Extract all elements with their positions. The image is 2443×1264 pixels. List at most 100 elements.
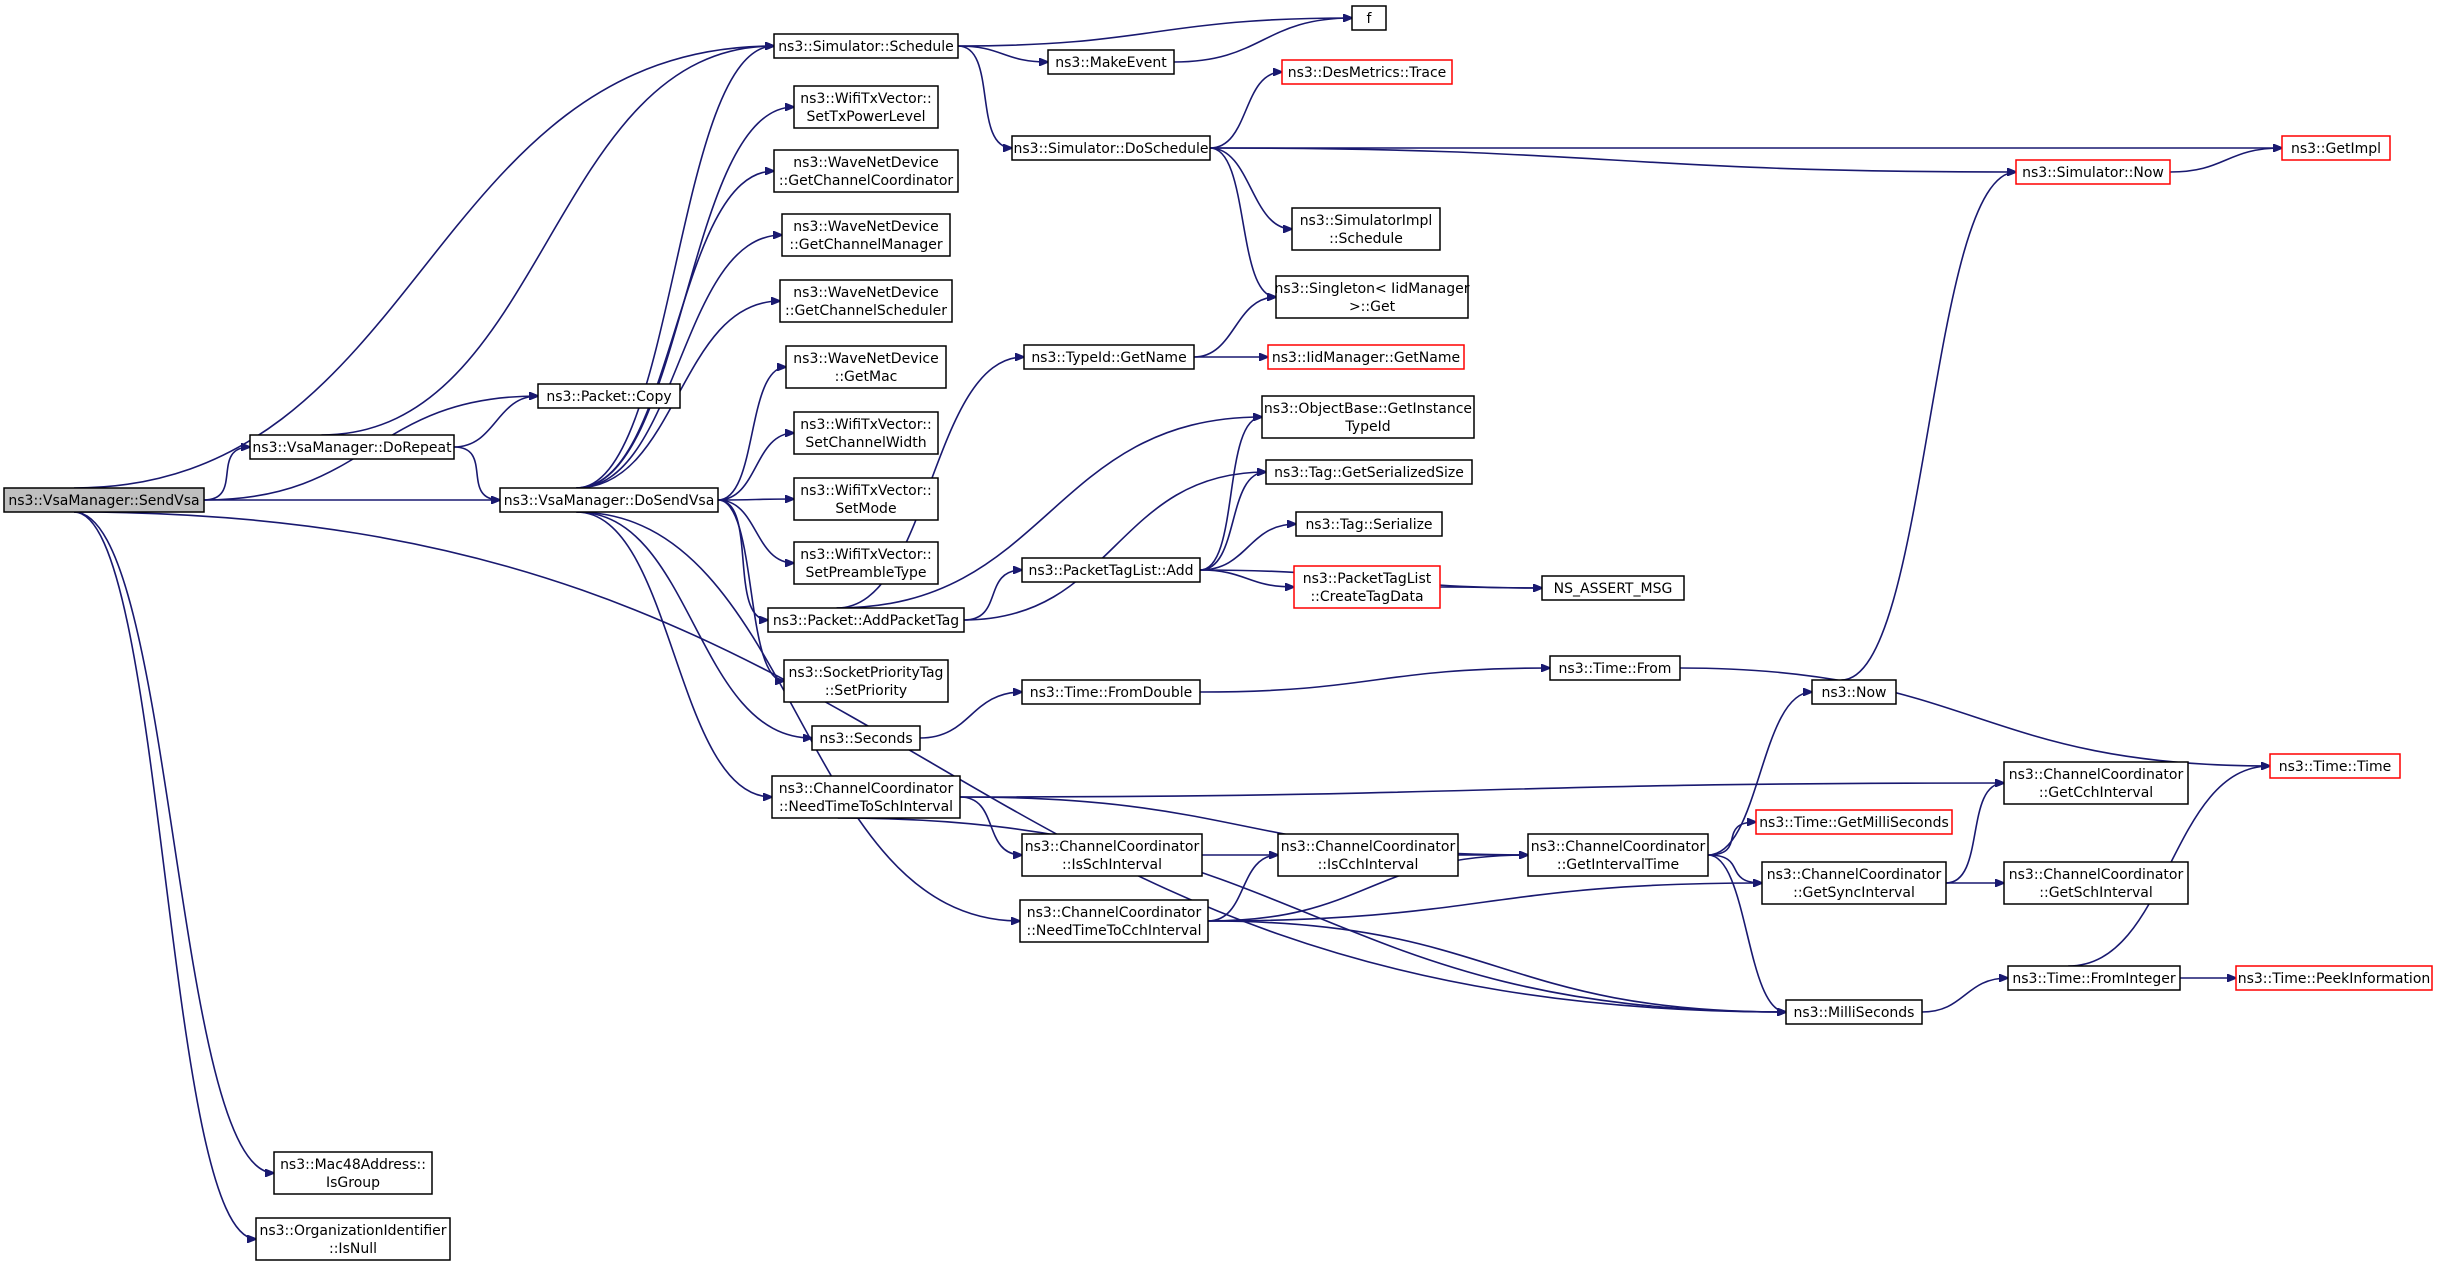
node-box[interactable] bbox=[2015, 159, 2171, 185]
node-isnull[interactable]: ns3::OrganizationIdentifier::IsNull bbox=[255, 1217, 451, 1261]
node-box[interactable] bbox=[1021, 679, 1201, 705]
node-f[interactable]: f bbox=[1351, 5, 1387, 31]
node-box[interactable] bbox=[1295, 511, 1443, 537]
node-box[interactable] bbox=[499, 487, 719, 513]
node-box[interactable] bbox=[1019, 899, 1209, 943]
node-milliseconds[interactable]: ns3::MilliSeconds bbox=[1785, 999, 1923, 1025]
node-makeevent[interactable]: ns3::MakeEvent bbox=[1047, 49, 1175, 75]
node-box[interactable] bbox=[1021, 557, 1201, 583]
node-box[interactable] bbox=[793, 477, 939, 521]
node-timetime[interactable]: ns3::Time::Time bbox=[2269, 753, 2401, 779]
node-getinttime[interactable]: ns3::ChannelCoordinator::GetIntervalTime bbox=[1527, 833, 1709, 877]
node-setpriority[interactable]: ns3::SocketPriorityTag::SetPriority bbox=[783, 659, 949, 703]
node-peekinfo[interactable]: ns3::Time::PeekInformation bbox=[2235, 965, 2433, 991]
node-box[interactable] bbox=[779, 279, 953, 323]
node-box[interactable] bbox=[1023, 344, 1195, 370]
node-box[interactable] bbox=[249, 434, 455, 460]
node-box[interactable] bbox=[2269, 753, 2401, 779]
node-box[interactable] bbox=[1261, 395, 1475, 439]
node-taggetsize[interactable]: ns3::Tag::GetSerializedSize bbox=[1265, 459, 1473, 485]
node-createtagdata[interactable]: ns3::PacketTagList::CreateTagData bbox=[1293, 565, 1441, 609]
node-box[interactable] bbox=[1281, 59, 1453, 85]
node-sendvsa[interactable]: ns3::VsaManager::SendVsa bbox=[3, 487, 205, 513]
node-getchmgr[interactable]: ns3::WaveNetDevice::GetChannelManager bbox=[781, 213, 951, 257]
node-box[interactable] bbox=[1351, 5, 1387, 31]
node-typeidgetname[interactable]: ns3::TypeId::GetName bbox=[1023, 344, 1195, 370]
node-box[interactable] bbox=[1761, 861, 1947, 905]
node-dosendvsa[interactable]: ns3::VsaManager::DoSendVsa bbox=[499, 487, 719, 513]
node-desmetrics[interactable]: ns3::DesMetrics::Trace bbox=[1281, 59, 1453, 85]
node-timefrom[interactable]: ns3::Time::From bbox=[1549, 655, 1681, 681]
node-now[interactable]: ns3::Now bbox=[1811, 679, 1897, 705]
node-getsch[interactable]: ns3::ChannelCoordinator::GetSchInterval bbox=[2003, 861, 2189, 905]
node-box[interactable] bbox=[1755, 809, 1953, 835]
node-tagserialize[interactable]: ns3::Tag::Serialize bbox=[1295, 511, 1443, 537]
node-simimplschedule[interactable]: ns3::SimulatorImpl::Schedule bbox=[1291, 207, 1441, 251]
node-dorepeat[interactable]: ns3::VsaManager::DoRepeat bbox=[249, 434, 455, 460]
node-getchsched[interactable]: ns3::WaveNetDevice::GetChannelScheduler bbox=[779, 279, 953, 323]
node-box[interactable] bbox=[1277, 833, 1459, 877]
node-nsassert[interactable]: NS_ASSERT_MSG bbox=[1541, 575, 1685, 601]
node-box[interactable] bbox=[255, 1217, 451, 1261]
node-iscchint[interactable]: ns3::ChannelCoordinator::IsCchInterval bbox=[1277, 833, 1459, 877]
node-box[interactable] bbox=[2003, 761, 2189, 805]
node-box[interactable] bbox=[1527, 833, 1709, 877]
node-needtimecch[interactable]: ns3::ChannelCoordinator::NeedTimeToCchIn… bbox=[1019, 899, 1209, 943]
node-packetcopy[interactable]: ns3::Packet::Copy bbox=[537, 383, 681, 409]
node-getimpl[interactable]: ns3::GetImpl bbox=[2281, 135, 2391, 161]
node-getchcoord[interactable]: ns3::WaveNetDevice::GetChannelCoordinato… bbox=[773, 149, 959, 193]
node-seconds[interactable]: ns3::Seconds bbox=[811, 725, 921, 751]
node-setpreamble[interactable]: ns3::WifiTxVector::SetPreambleType bbox=[793, 541, 939, 585]
node-box[interactable] bbox=[537, 383, 681, 409]
node-getmillis[interactable]: ns3::Time::GetMilliSeconds bbox=[1755, 809, 1953, 835]
node-box[interactable] bbox=[1293, 565, 1441, 609]
node-setchwidth[interactable]: ns3::WifiTxVector::SetChannelWidth bbox=[793, 411, 939, 455]
node-settxpower[interactable]: ns3::WifiTxVector::SetTxPowerLevel bbox=[793, 85, 939, 129]
node-box[interactable] bbox=[2003, 861, 2189, 905]
node-box[interactable] bbox=[1291, 207, 1441, 251]
node-box[interactable] bbox=[1047, 49, 1175, 75]
node-box[interactable] bbox=[785, 345, 947, 389]
node-singleton[interactable]: ns3::Singleton< IidManager >::Get bbox=[1275, 275, 1470, 319]
node-needtimesch[interactable]: ns3::ChannelCoordinator::NeedTimeToSchIn… bbox=[771, 775, 961, 819]
node-box[interactable] bbox=[2007, 965, 2181, 991]
node-iidgetname[interactable]: ns3::IidManager::GetName bbox=[1267, 344, 1465, 370]
node-box[interactable] bbox=[793, 541, 939, 585]
node-getcch[interactable]: ns3::ChannelCoordinator::GetCchInterval bbox=[2003, 761, 2189, 805]
node-simnow[interactable]: ns3::Simulator::Now bbox=[2015, 159, 2171, 185]
node-box[interactable] bbox=[2281, 135, 2391, 161]
node-box[interactable] bbox=[1811, 679, 1897, 705]
node-getmac[interactable]: ns3::WaveNetDevice::GetMac bbox=[785, 345, 947, 389]
node-box[interactable] bbox=[3, 487, 205, 513]
node-box[interactable] bbox=[793, 85, 939, 129]
node-doschedule[interactable]: ns3::Simulator::DoSchedule bbox=[1011, 135, 1211, 161]
node-isgroup[interactable]: ns3::Mac48Address::IsGroup bbox=[273, 1151, 433, 1195]
node-box[interactable] bbox=[1265, 459, 1473, 485]
node-box[interactable] bbox=[773, 149, 959, 193]
node-box[interactable] bbox=[1785, 999, 1923, 1025]
node-ptladd[interactable]: ns3::PacketTagList::Add bbox=[1021, 557, 1201, 583]
node-box[interactable] bbox=[811, 725, 921, 751]
node-box[interactable] bbox=[767, 607, 965, 633]
node-box[interactable] bbox=[273, 1151, 433, 1195]
node-box[interactable] bbox=[1549, 655, 1681, 681]
node-box[interactable] bbox=[2235, 965, 2433, 991]
node-box[interactable] bbox=[1021, 833, 1203, 877]
node-box[interactable] bbox=[783, 659, 949, 703]
node-frominteger[interactable]: ns3::Time::FromInteger bbox=[2007, 965, 2181, 991]
node-box[interactable] bbox=[1541, 575, 1685, 601]
node-setmode[interactable]: ns3::WifiTxVector::SetMode bbox=[793, 477, 939, 521]
node-box[interactable] bbox=[773, 33, 959, 59]
node-box[interactable] bbox=[1275, 275, 1469, 319]
node-box[interactable] bbox=[1011, 135, 1211, 161]
node-fromdouble[interactable]: ns3::Time::FromDouble bbox=[1021, 679, 1201, 705]
node-box[interactable] bbox=[771, 775, 961, 819]
node-schedule[interactable]: ns3::Simulator::Schedule bbox=[773, 33, 959, 59]
node-box[interactable] bbox=[781, 213, 951, 257]
node-box[interactable] bbox=[1267, 344, 1465, 370]
node-isschint[interactable]: ns3::ChannelCoordinator::IsSchInterval bbox=[1021, 833, 1203, 877]
node-box[interactable] bbox=[793, 411, 939, 455]
node-getsync[interactable]: ns3::ChannelCoordinator::GetSyncInterval bbox=[1761, 861, 1947, 905]
node-addpackettag[interactable]: ns3::Packet::AddPacketTag bbox=[767, 607, 965, 633]
